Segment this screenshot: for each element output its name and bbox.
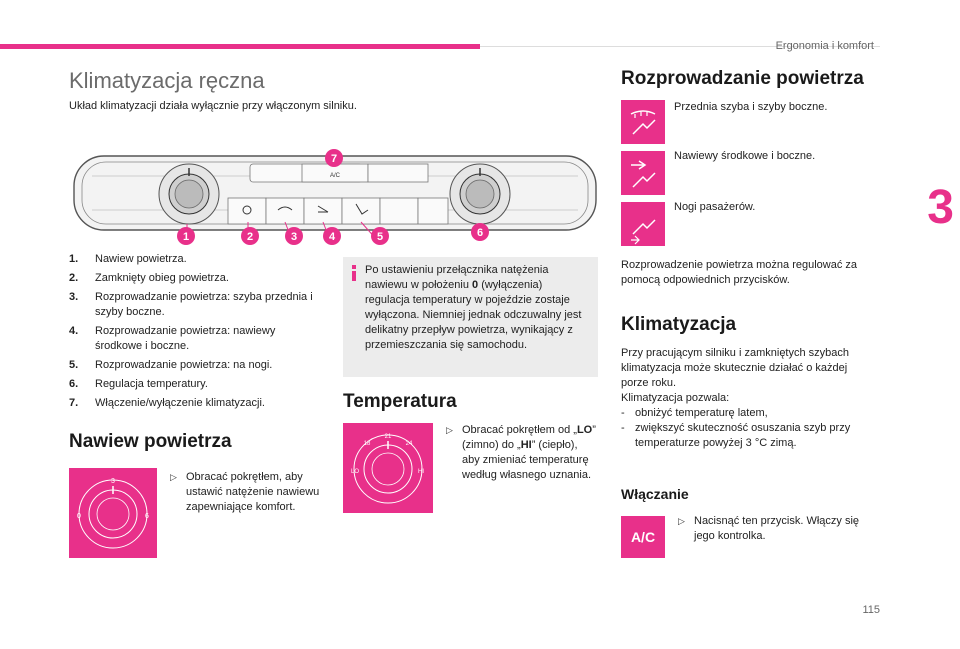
callout-3: 3: [285, 227, 303, 245]
distribution-heading: Rozprowadzanie powietrza: [621, 68, 864, 89]
intro-text: Układ klimatyzacji działa wyłącznie przy…: [69, 100, 357, 112]
ac-description: Przy pracującym silniku i zamkniętych sz…: [621, 346, 877, 451]
feet-vents-icon: [621, 202, 665, 246]
airflow-heading: Nawiew powietrza: [69, 431, 232, 452]
list-item: 4.Rozprowadzanie powietrza: nawiewy środ…: [69, 325, 276, 352]
info-note: Po ustawieniu przełącznika natężenia naw…: [343, 257, 598, 377]
arrow-icon: ▷: [678, 516, 685, 526]
svg-text:3: 3: [111, 478, 115, 485]
arrow-icon: ▷: [446, 425, 453, 435]
svg-text:5: 5: [377, 231, 383, 243]
list-item: 3.Rozprowadzanie powietrza: szyba przedn…: [69, 291, 313, 318]
windshield-defrost-icon: [621, 100, 665, 144]
svg-text:2: 2: [247, 231, 253, 243]
distribution-note: Rozprowadzenie powietrza można regulować…: [621, 259, 858, 286]
svg-text:HI: HI: [418, 469, 424, 475]
svg-text:6: 6: [145, 513, 149, 520]
temperature-instruction: ▷ Obracać pokrętłem od „LO” (zimno) do „…: [446, 424, 596, 481]
callout-2: 2: [241, 227, 259, 245]
callout-5: 5: [371, 227, 389, 245]
arrow-icon: ▷: [170, 472, 177, 482]
svg-text:18: 18: [364, 441, 371, 447]
svg-text:7: 7: [331, 153, 337, 165]
header-accent-bar: [0, 44, 480, 49]
legend-list: 1.Nawiew powietrza. 2.Zamknięty obieg po…: [69, 252, 319, 415]
svg-text:0: 0: [77, 513, 81, 520]
callout-4: 4: [323, 227, 341, 245]
list-item: 2.Zamknięty obieg powietrza.: [69, 272, 229, 284]
section-name: Ergonomia i komfort: [775, 40, 874, 52]
page-title: Klimatyzacja ręczna: [69, 68, 265, 93]
svg-text:1: 1: [183, 231, 189, 243]
temperature-knob-illustration: 18 21 24 LO HI: [343, 423, 433, 513]
enable-heading: Włączanie: [621, 486, 689, 502]
list-item: 1.Nawiew powietrza.: [69, 253, 187, 265]
list-item: 6.Regulacja temperatury.: [69, 378, 208, 390]
svg-text:3: 3: [291, 231, 297, 243]
chapter-number: 3: [927, 181, 954, 234]
info-icon: [352, 265, 356, 281]
list-item: 5.Rozprowadzanie powietrza: na nogi.: [69, 359, 273, 371]
enable-instruction: ▷ Nacisnąć ten przycisk. Włączy się jego…: [678, 515, 860, 542]
panel-ac-label: A/C: [330, 173, 341, 179]
distribution-item-3: Nogi pasażerów.: [674, 201, 756, 213]
face-vents-icon: [621, 151, 665, 195]
airflow-instruction: ▷ Obracać pokrętłem, aby ustawić natężen…: [170, 471, 320, 513]
ac-button-icon: A/C: [621, 516, 665, 558]
page-number: 115: [862, 604, 880, 616]
callout-6: 6: [471, 223, 489, 241]
svg-text:4: 4: [329, 231, 336, 243]
svg-text:LO: LO: [351, 469, 359, 475]
svg-text:21: 21: [385, 434, 392, 440]
distribution-item-2: Nawiewy środkowe i boczne.: [674, 150, 816, 162]
distribution-item-1: Przednia szyba i szyby boczne.: [674, 101, 828, 113]
list-item: 7.Włączenie/wyłączenie klimatyzacji.: [69, 397, 265, 409]
list-item: -zwiększyć skuteczność osuszania szyb pr…: [621, 422, 851, 449]
temperature-heading: Temperatura: [343, 391, 457, 412]
climate-panel-illustration: A/C: [73, 155, 597, 241]
callout-7: 7: [325, 149, 343, 167]
list-item: -obniżyć temperaturę latem,: [621, 407, 768, 419]
airflow-knob-illustration: 3 0 6: [69, 468, 157, 558]
header-divider: [480, 46, 880, 47]
ac-heading: Klimatyzacja: [621, 314, 737, 335]
info-text: Po ustawieniu przełącznika natężenia naw…: [365, 264, 582, 351]
svg-text:24: 24: [406, 441, 413, 447]
svg-text:6: 6: [477, 227, 483, 239]
callout-1: 1: [177, 227, 195, 245]
